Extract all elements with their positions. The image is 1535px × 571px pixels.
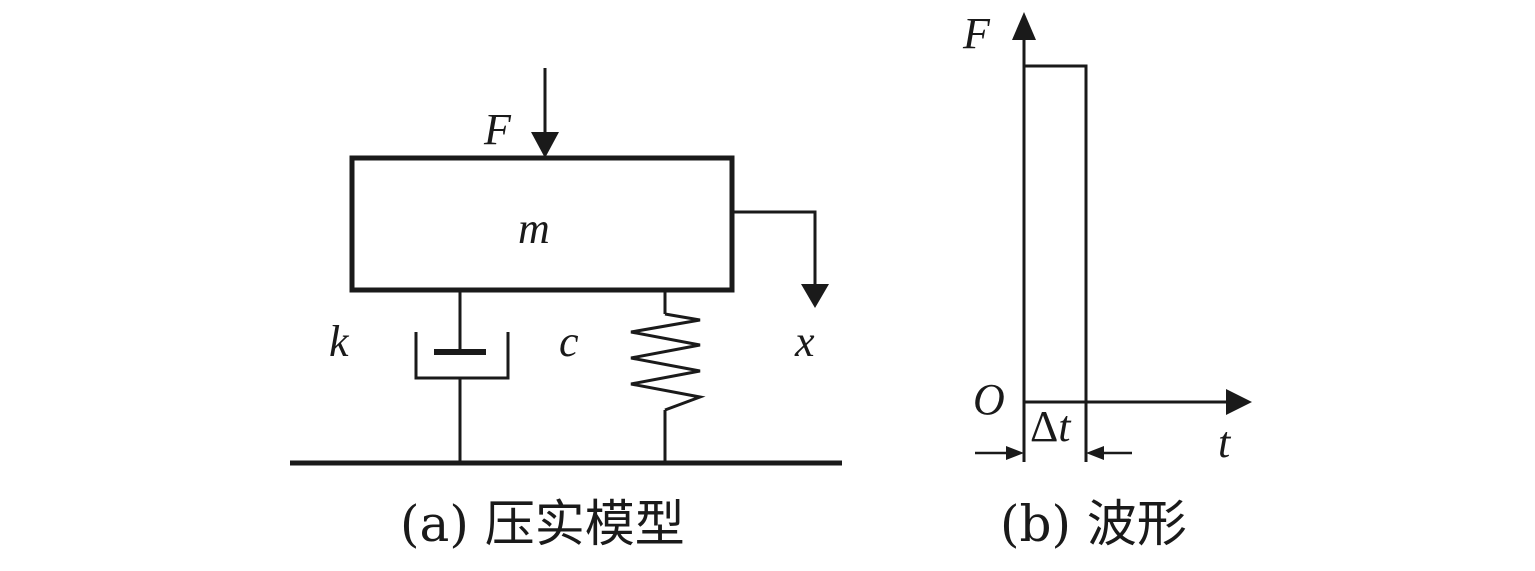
mass-label: m — [518, 204, 550, 253]
y-axis-label: F — [962, 9, 991, 58]
stiffness-label: k — [329, 317, 350, 366]
displacement-label: x — [794, 317, 815, 366]
y-axis — [1012, 12, 1036, 402]
mass-block — [349, 155, 735, 293]
duration-dimension — [975, 402, 1132, 462]
damping-label: c — [559, 317, 579, 366]
spring — [630, 290, 706, 462]
panel-a-compaction-model — [290, 68, 842, 466]
damper — [414, 290, 510, 462]
force-label: F — [483, 105, 512, 154]
force-arrow — [531, 68, 559, 158]
delta-symbol: Δ — [1030, 402, 1058, 451]
panel-b-waveform — [975, 12, 1252, 462]
origin-label: O — [973, 375, 1005, 424]
duration-label: Δt — [1030, 402, 1072, 451]
displacement-arrow — [732, 210, 829, 308]
duration-var: t — [1058, 402, 1072, 451]
x-axis — [1024, 389, 1252, 415]
panel-a-caption: (a) 压实模型 — [400, 495, 685, 553]
x-axis-label: t — [1218, 418, 1232, 467]
panel-b-caption: (b) 波形 — [1000, 495, 1187, 553]
rectangular-pulse — [1024, 64, 1088, 462]
